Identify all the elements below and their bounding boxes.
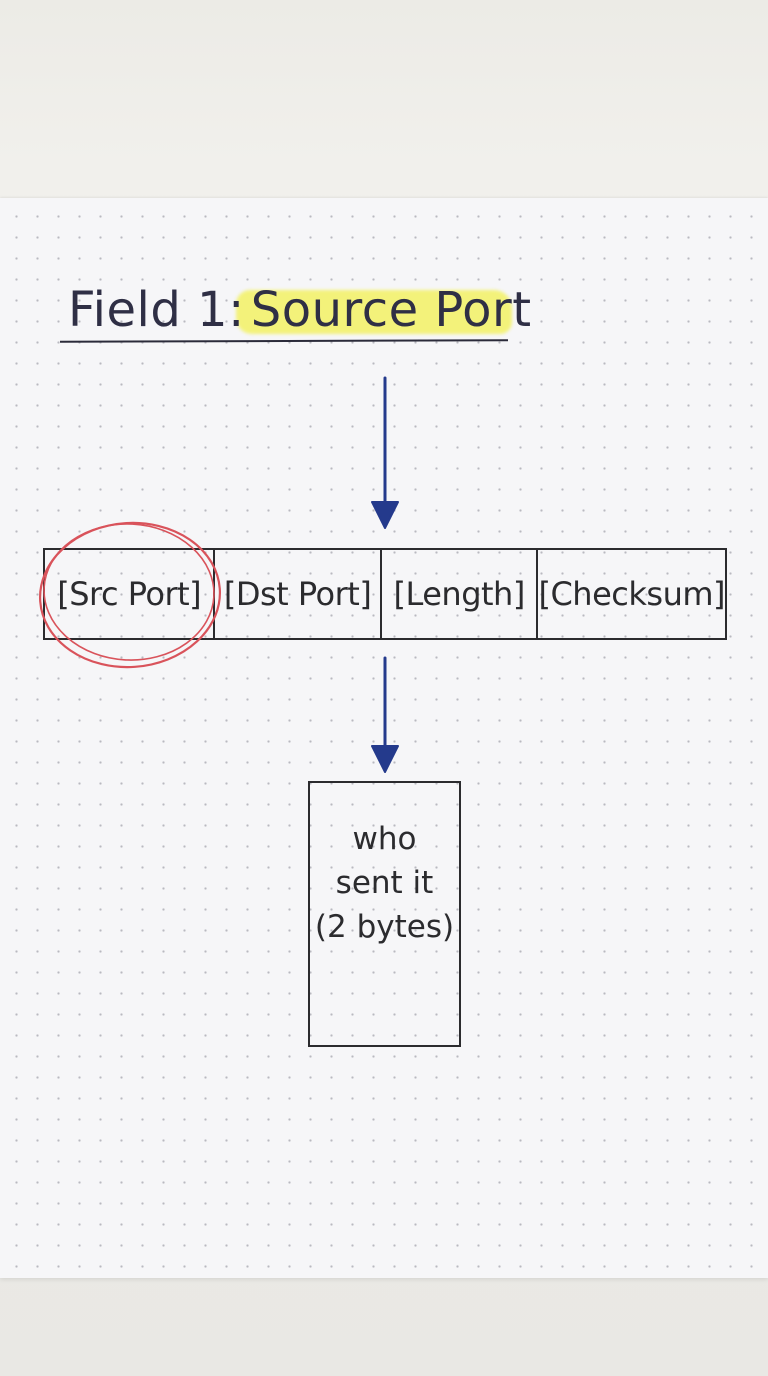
title-highlight	[236, 290, 512, 334]
arrow-head	[371, 501, 399, 529]
title-prefix: Field 1:	[68, 282, 245, 338]
down-arrow-top	[371, 376, 399, 529]
header-field-length: [Length]	[379, 550, 537, 638]
header-field-label: [Length]	[393, 575, 525, 613]
header-field-src-port: [Src Port]	[45, 550, 213, 638]
title-field-name: Source Port	[250, 282, 532, 338]
arrow-head	[371, 745, 399, 773]
header-field-label: [Checksum]	[538, 575, 725, 613]
title-block: Field 1:Source Port	[59, 278, 531, 348]
header-field-checksum: [Checksum]	[536, 550, 725, 638]
title-underline	[59, 339, 509, 343]
detail-line: (2 bytes)	[314, 909, 455, 945]
header-field-label: [Dst Port]	[223, 575, 372, 613]
highlight-circle	[38, 521, 222, 669]
down-arrow-bottom	[371, 656, 399, 773]
header-field-label: [Src Port]	[57, 575, 202, 613]
detail-text: who sent it (2 bytes)	[310, 817, 459, 949]
detail-line: who	[352, 821, 417, 857]
detail-line: sent it	[335, 865, 434, 901]
circle-stroke-outer	[38, 521, 222, 669]
header-field-dst-port: [Dst Port]	[213, 550, 379, 638]
source-port-detail-box: who sent it (2 bytes)	[308, 781, 461, 1047]
page-title: Field 1:Source Port	[68, 280, 532, 340]
circle-stroke-inner	[43, 523, 215, 661]
